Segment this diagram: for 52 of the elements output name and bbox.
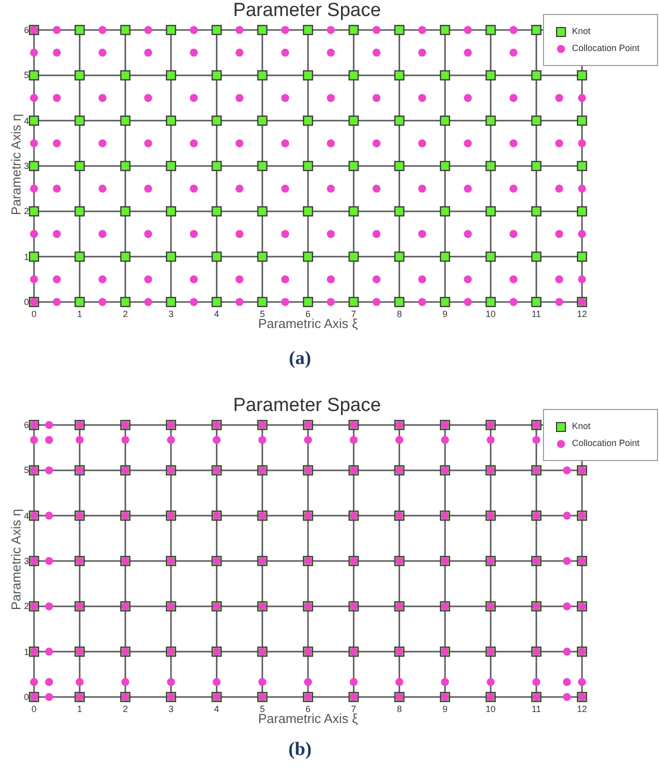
tick-label: 2 — [22, 206, 29, 216]
tick-label: 8 — [396, 309, 403, 319]
tick-label: 3 — [22, 161, 29, 171]
tick-label: 10 — [484, 704, 497, 714]
legend-label: Knot — [572, 26, 591, 37]
tick-label: 2 — [122, 704, 129, 714]
panel-caption: (b) — [287, 738, 313, 762]
tick-label: 4 — [213, 704, 220, 714]
tick-label: 1 — [76, 309, 84, 319]
tick-label: 4 — [24, 116, 29, 126]
tick-label: 0 — [30, 704, 38, 714]
legend-label: Collocation Point — [572, 43, 640, 54]
tick-label: 7 — [350, 704, 356, 714]
tick-label: 8 — [396, 704, 403, 714]
axis-title: Parametric Axis η — [8, 112, 24, 218]
tick-label: 9 — [441, 309, 448, 319]
tick-label: 4 — [24, 510, 29, 521]
tick-label: 5 — [260, 309, 265, 319]
axis-title: Parametric Axis ξ — [257, 316, 359, 331]
tick-label: 6 — [305, 309, 310, 319]
tick-label: 6 — [22, 420, 29, 430]
tick-label: 3 — [22, 556, 29, 566]
tick-label: 5 — [22, 465, 29, 476]
tick-label: 1 — [76, 704, 84, 714]
tick-label: 12 — [576, 704, 588, 714]
chart-title: Parameter Space — [232, 0, 382, 22]
tick-label: 5 — [260, 704, 265, 714]
tick-label: 12 — [576, 309, 588, 319]
tick-label: 0 — [22, 692, 29, 702]
tick-label: 1 — [22, 646, 29, 657]
tick-label: 6 — [22, 25, 29, 35]
tick-label: 4 — [213, 309, 220, 319]
axis-title: Parametric Axis η — [8, 508, 24, 612]
tick-label: 11 — [530, 704, 542, 714]
tick-label: 11 — [530, 309, 542, 319]
panel-caption: (a) — [288, 347, 312, 371]
legend-label: Collocation Point — [572, 438, 640, 449]
tick-label: 7 — [350, 309, 356, 319]
tick-label: 2 — [122, 309, 129, 319]
tick-label: 9 — [441, 704, 448, 714]
tick-label: 10 — [484, 309, 497, 319]
axis-title: Parametric Axis ξ — [257, 711, 359, 726]
tick-label: 2 — [22, 601, 29, 612]
tick-label: 0 — [30, 309, 38, 319]
tick-label: 5 — [22, 70, 29, 80]
tick-label: 1 — [22, 252, 29, 262]
tick-label: 6 — [305, 704, 310, 714]
tick-label: 3 — [167, 309, 174, 319]
legend-label: Knot — [572, 421, 591, 432]
chart-title: Parameter Space — [232, 395, 382, 417]
tick-label: 3 — [167, 704, 174, 714]
tick-label: 0 — [22, 297, 29, 307]
